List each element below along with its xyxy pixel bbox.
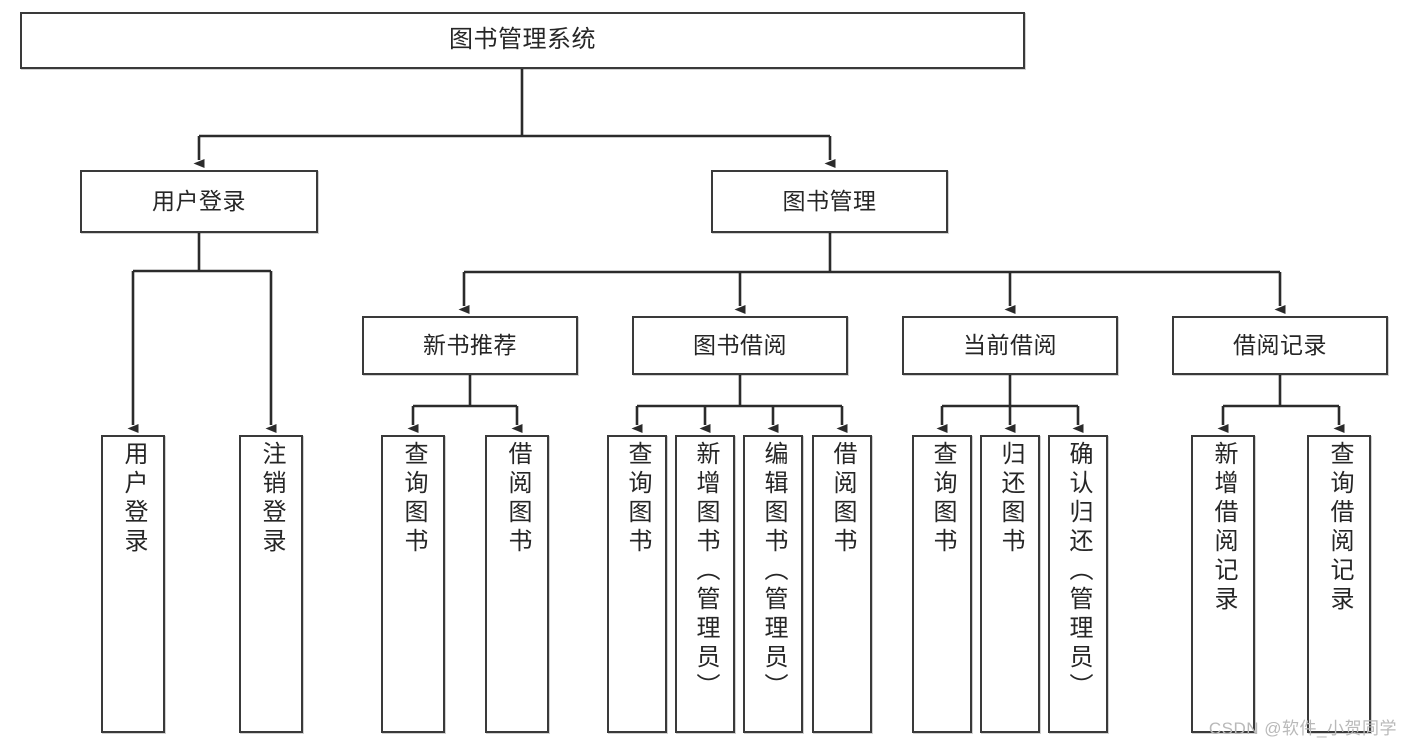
node-leaf-query-book-1[interactable]: 查询图书 [381, 435, 445, 733]
node-current-borrow[interactable]: 当前借阅 [902, 316, 1118, 375]
node-leaf-return-book-label: 归还图书 [997, 441, 1024, 557]
node-root[interactable]: 图书管理系统 [20, 12, 1025, 69]
node-leaf-borrow-book-1-label: 借阅图书 [504, 441, 531, 557]
node-new-book-recommend[interactable]: 新书推荐 [362, 316, 578, 375]
node-leaf-query-record-label: 查询借阅记录 [1326, 441, 1353, 615]
node-user-login[interactable]: 用户登录 [80, 170, 318, 233]
node-leaf-edit-book[interactable]: 编辑图书（管理员） [743, 435, 803, 733]
node-leaf-user-logout[interactable]: 注销登录 [239, 435, 303, 733]
node-leaf-borrow-book-2-label: 借阅图书 [829, 441, 856, 557]
node-leaf-add-record[interactable]: 新增借阅记录 [1191, 435, 1255, 733]
node-leaf-user-login[interactable]: 用户登录 [101, 435, 165, 733]
node-new-book-recommend-label: 新书推荐 [423, 331, 517, 358]
csdn-watermark: CSDN @软件_小贺同学 [1208, 719, 1397, 738]
node-leaf-borrow-book-2[interactable]: 借阅图书 [812, 435, 872, 733]
node-leaf-query-book-2-label: 查询图书 [624, 441, 651, 557]
node-borrow-record-label: 借阅记录 [1233, 331, 1327, 358]
node-book-borrow-label: 图书借阅 [693, 331, 787, 358]
node-leaf-query-book-2[interactable]: 查询图书 [607, 435, 667, 733]
node-borrow-record[interactable]: 借阅记录 [1172, 316, 1388, 375]
node-leaf-return-book[interactable]: 归还图书 [980, 435, 1040, 733]
node-leaf-add-book-label: 新增图书（管理员） [692, 441, 719, 702]
node-book-manage-label: 图书管理 [782, 187, 877, 214]
node-leaf-query-book-3-label: 查询图书 [929, 441, 956, 557]
node-leaf-query-book-1-label: 查询图书 [400, 441, 427, 557]
node-root-label: 图书管理系统 [449, 26, 596, 54]
node-leaf-user-logout-label: 注销登录 [258, 441, 285, 557]
node-user-login-label: 用户登录 [152, 187, 246, 214]
node-current-borrow-label: 当前借阅 [963, 331, 1057, 358]
node-leaf-query-record[interactable]: 查询借阅记录 [1307, 435, 1371, 733]
node-book-borrow[interactable]: 图书借阅 [632, 316, 848, 375]
node-book-manage[interactable]: 图书管理 [711, 170, 948, 233]
node-leaf-confirm-return-label: 确认归还（管理员） [1065, 441, 1092, 702]
node-leaf-user-login-label: 用户登录 [120, 441, 147, 557]
node-leaf-edit-book-label: 编辑图书（管理员） [760, 441, 787, 702]
node-leaf-query-book-3[interactable]: 查询图书 [912, 435, 972, 733]
node-leaf-borrow-book-1[interactable]: 借阅图书 [485, 435, 549, 733]
node-leaf-confirm-return[interactable]: 确认归还（管理员） [1048, 435, 1108, 733]
node-leaf-add-book[interactable]: 新增图书（管理员） [675, 435, 735, 733]
node-leaf-add-record-label: 新增借阅记录 [1210, 441, 1237, 615]
